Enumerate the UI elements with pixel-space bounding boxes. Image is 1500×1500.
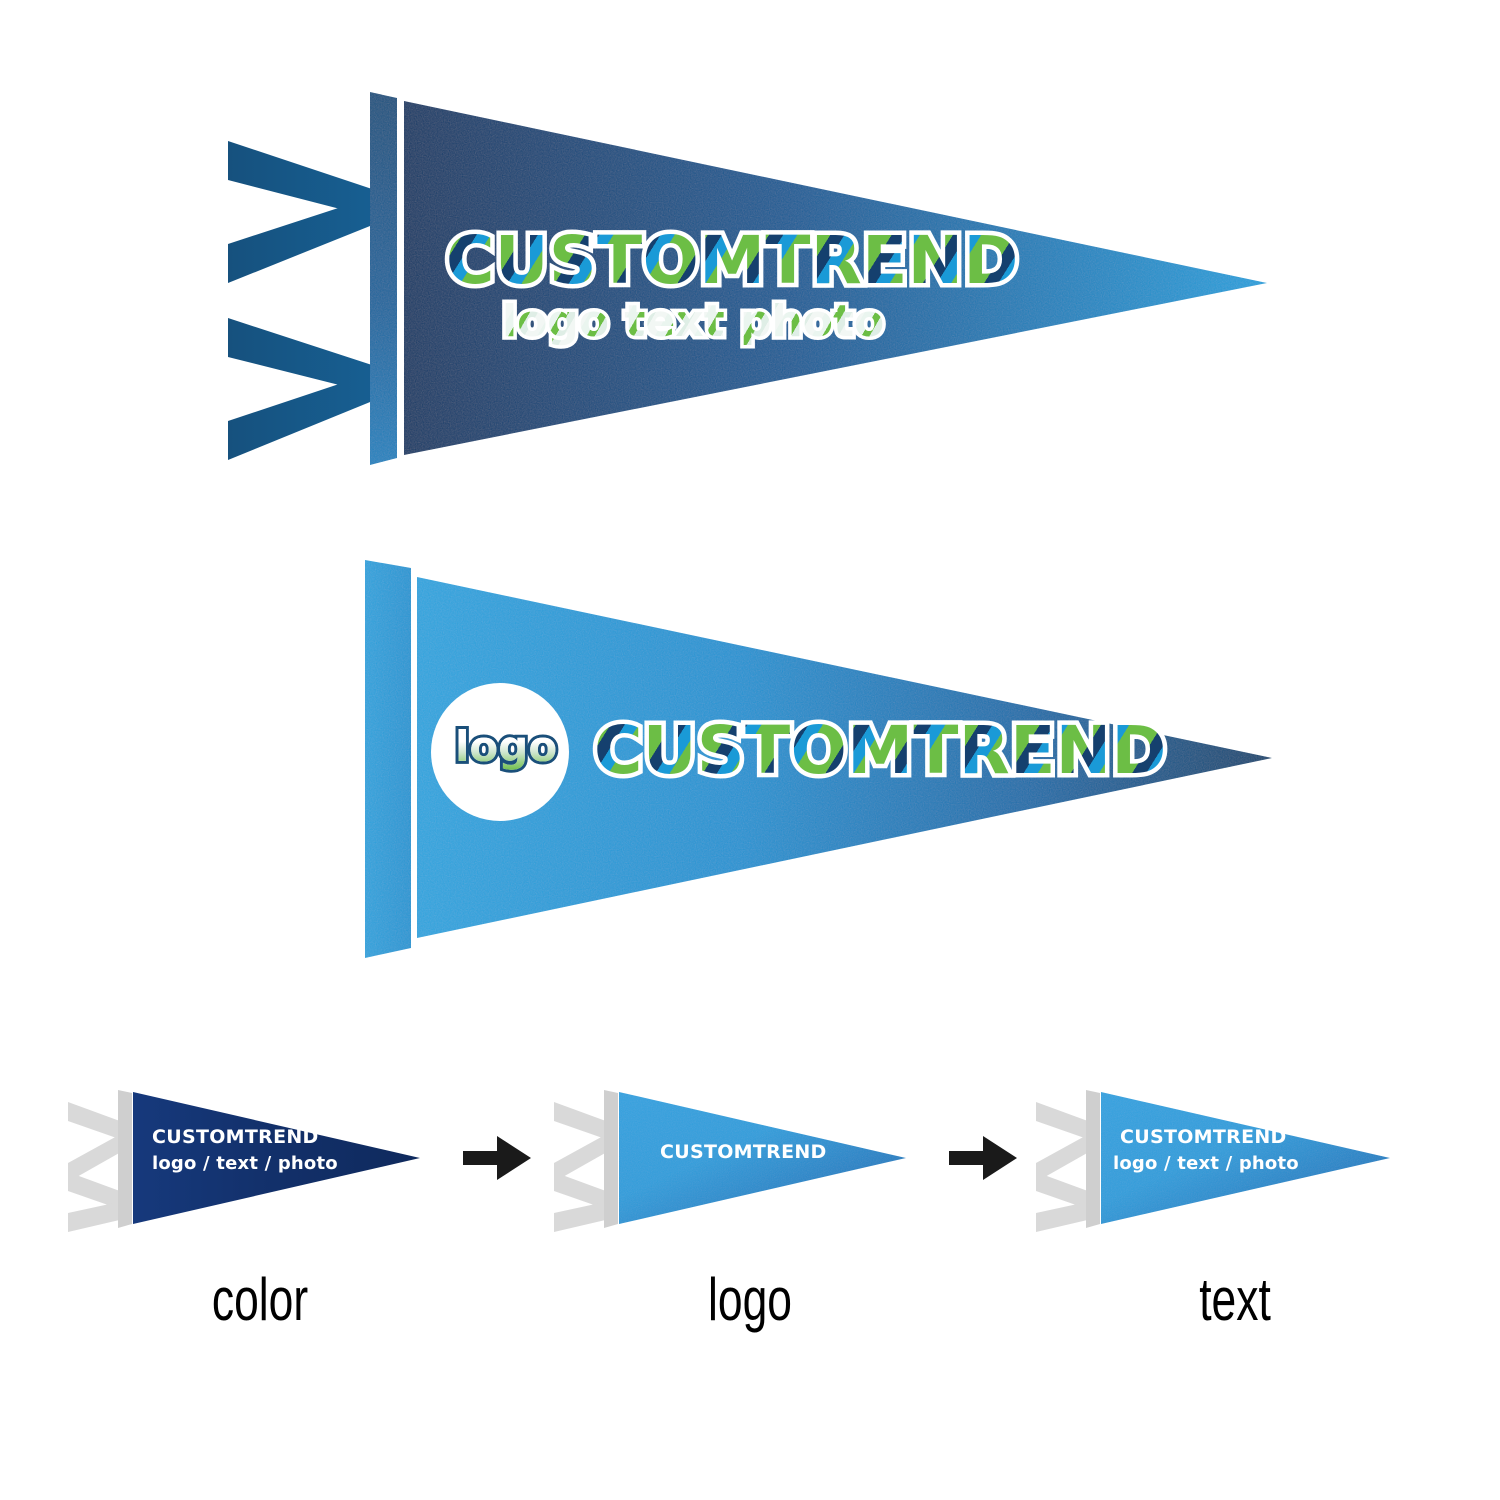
mini-pennant-color-hoist <box>118 1090 132 1228</box>
pennant-secondary-body <box>417 577 1272 938</box>
pennant-primary-body <box>404 101 1267 455</box>
arrow-right-icon-2 <box>949 1136 1017 1180</box>
mini-pennant-logo-tails <box>554 1102 614 1232</box>
pennant-secondary-hoist <box>365 560 411 958</box>
step-label-text: text <box>1199 1266 1271 1333</box>
pennant-primary-tails <box>228 141 375 460</box>
logo-badge-circle <box>431 683 569 821</box>
mini-pennant-logo[interactable] <box>554 1090 906 1232</box>
arrow-right-icon-1 <box>463 1136 531 1180</box>
mini-pennant-text-tails <box>1036 1102 1096 1232</box>
step-label-logo: logo <box>708 1266 792 1333</box>
step-label-color: color <box>211 1266 309 1333</box>
mini-pennant-color-tails <box>68 1102 128 1232</box>
pennant-primary[interactable] <box>228 92 1267 465</box>
mini-pennant-logo-hoist <box>604 1090 618 1228</box>
mini-pennant-text-body <box>1101 1092 1390 1224</box>
pennant-secondary[interactable] <box>365 560 1272 958</box>
mini-pennant-color-body <box>133 1092 420 1224</box>
mini-pennant-logo-body <box>619 1092 906 1224</box>
mini-pennant-text[interactable] <box>1036 1090 1390 1232</box>
mini-pennant-color[interactable] <box>68 1090 420 1232</box>
pennant-primary-hoist <box>370 92 397 465</box>
mini-pennant-text-hoist <box>1086 1090 1100 1228</box>
